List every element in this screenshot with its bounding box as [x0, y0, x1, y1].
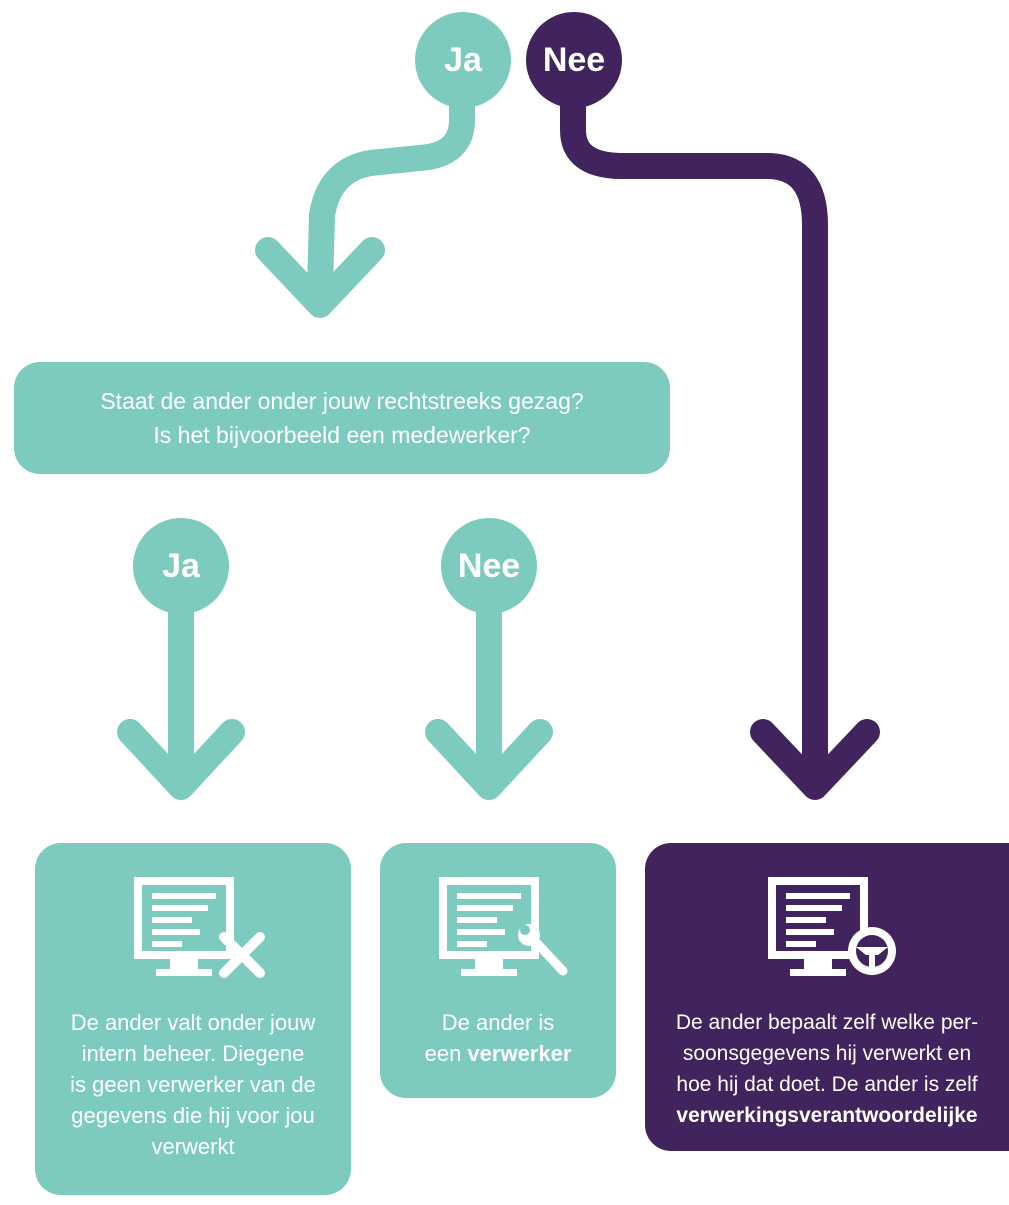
nee-top-connector — [560, 77, 828, 783]
question-line-2: Is het bijvoorbeeld een medewerker? — [153, 422, 531, 448]
result-verantwoordelijke-line-1: De ander bepaalt zelf welke per- — [675, 1011, 979, 1034]
nee-top-arrowhead — [750, 719, 880, 800]
ja-top-circle: Ja — [415, 12, 511, 108]
result-verwerker-bold: verwerker — [467, 1041, 572, 1066]
ja-second-label: Ja — [162, 546, 200, 585]
nee-top-label: Nee — [542, 40, 606, 79]
result-verwerker-box: De ander is een verwerker — [380, 843, 616, 1098]
nee-second-arrowhead — [425, 719, 553, 800]
result-verwerker-prefix: een — [424, 1041, 468, 1066]
result-verantwoordelijke-line-4: verwerkingsverantwoordelijke — [645, 1100, 1009, 1131]
result-intern-line-4: gegevens die hij voor jou — [71, 1103, 315, 1128]
result-intern-line-2: intern beheer. Diegene — [81, 1041, 305, 1066]
nee-second-circle: Nee — [441, 518, 537, 614]
ja-second-arrowhead — [117, 719, 245, 800]
monitor-with-steering-wheel-icon — [768, 877, 896, 976]
result-intern-line-1: De ander valt onder jouw — [70, 1010, 316, 1035]
result-verantwoordelijke-line-2: soonsgegevens hij verwerkt en — [682, 1042, 972, 1065]
result-intern-line-5: verwerkt — [151, 1134, 235, 1159]
question-box: Staat de ander onder jouw rechtstreeks g… — [14, 362, 670, 474]
result-intern-box: De ander valt onder jouw intern beheer. … — [35, 843, 351, 1195]
result-intern-line-3: is geen verwerker van de — [70, 1072, 316, 1097]
nee-second-label: Nee — [457, 546, 521, 585]
monitor-with-x-icon — [134, 877, 265, 978]
nee-top-circle: Nee — [526, 12, 622, 108]
ja-top-label: Ja — [444, 40, 482, 79]
ja-top-arrowhead — [255, 237, 385, 318]
result-verantwoordelijke-box: De ander bepaalt zelf welke per- soonsge… — [645, 843, 1009, 1151]
question-line-1: Staat de ander onder jouw rechtstreeks g… — [100, 388, 584, 414]
result-verantwoordelijke-line-3: hoe hij dat doet. De ander is zelf — [676, 1073, 978, 1096]
result-verwerker-line-1: De ander is — [441, 1010, 555, 1035]
result-verantwoordelijke-bold: verwerkingsverantwoordelijke — [676, 1104, 978, 1127]
ja-second-circle: Ja — [133, 518, 229, 614]
monitor-with-wrench-icon — [439, 877, 568, 976]
ja-top-connector — [307, 77, 475, 303]
result-verwerker-line-2: een verwerker — [380, 1038, 616, 1069]
